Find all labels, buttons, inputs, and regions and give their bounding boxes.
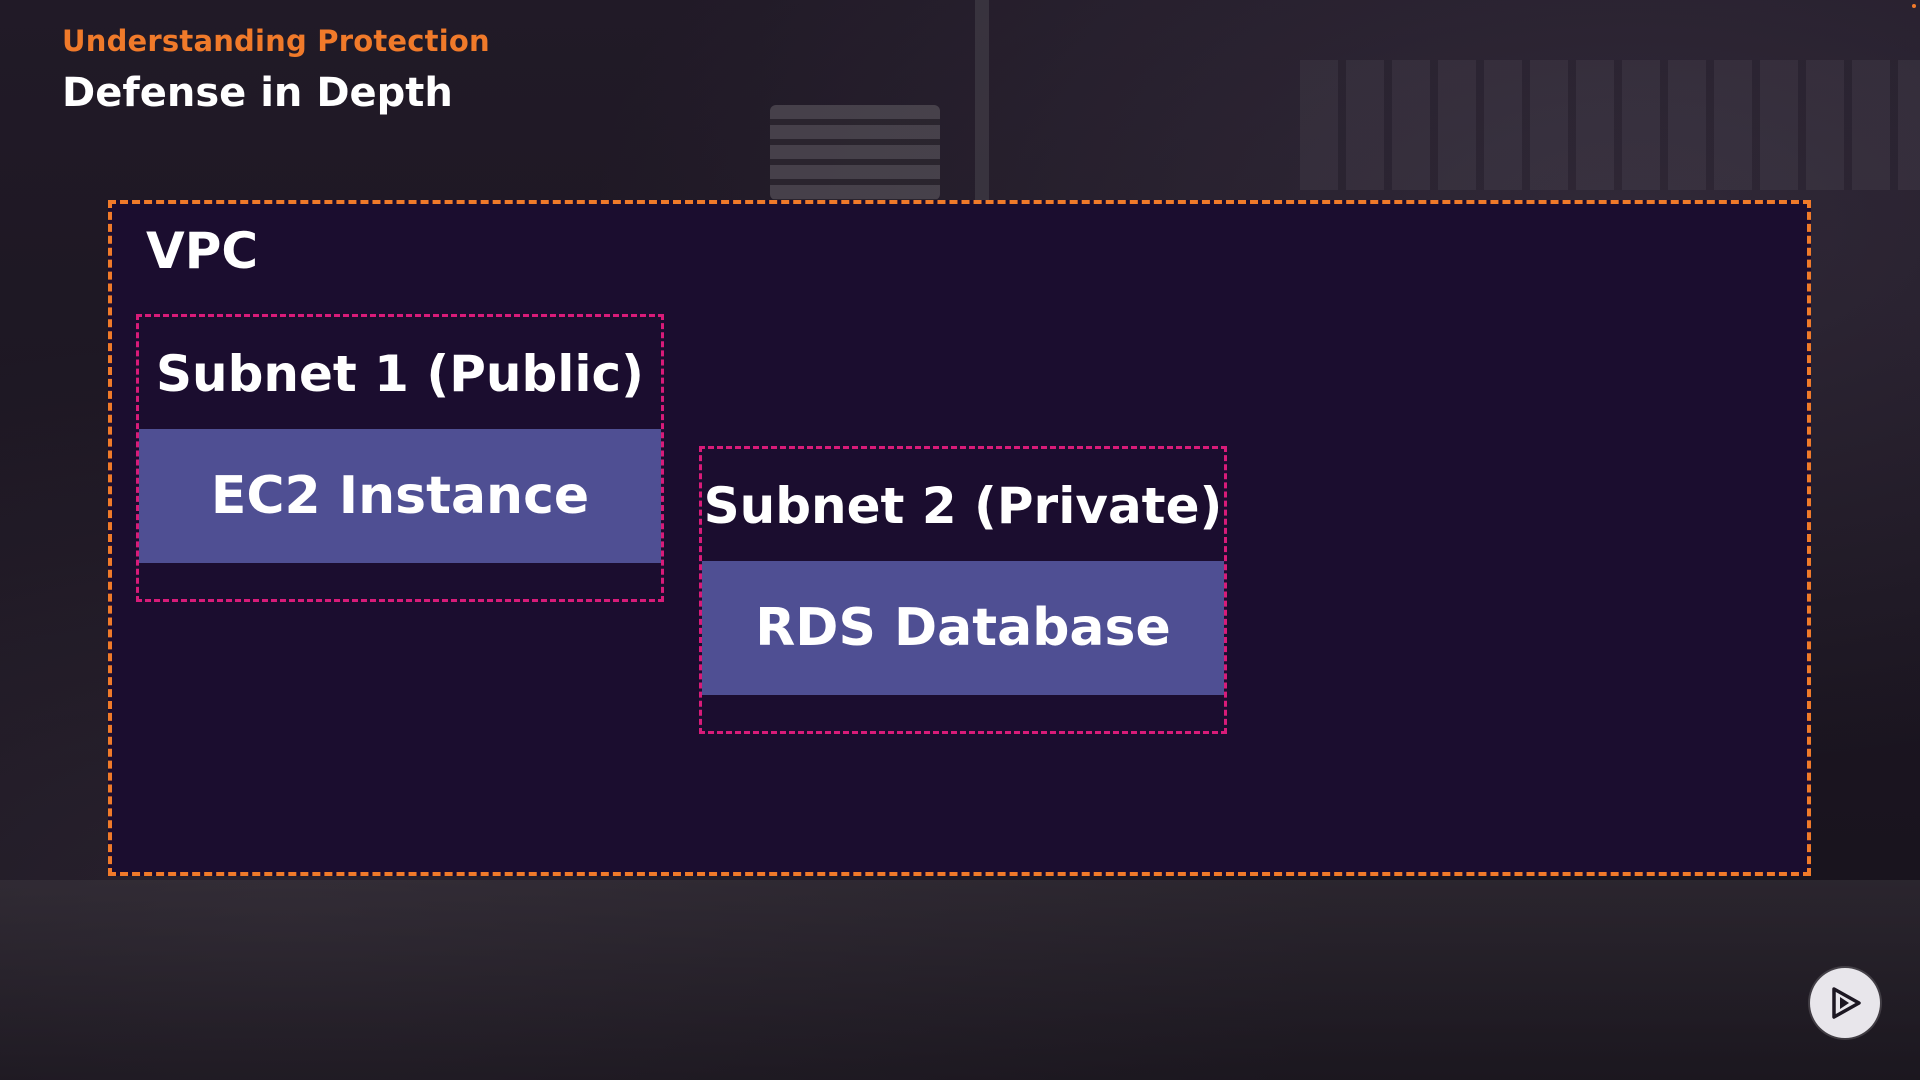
background-bookshelf (1300, 60, 1920, 190)
slide-title: Defense in Depth (62, 70, 453, 116)
background-books (770, 105, 940, 200)
vpc-label: VPC (146, 222, 259, 280)
background-desk (0, 880, 1920, 1080)
player-logo-button[interactable] (1810, 968, 1880, 1038)
corner-indicator (1912, 4, 1916, 8)
vpc-box: VPC Subnet 1 (Public) EC2 Instance Subne… (108, 200, 1811, 876)
play-logo-icon (1832, 987, 1861, 1019)
subnet-public-label: Subnet 1 (Public) (155, 345, 645, 403)
subnet-private-label: Subnet 2 (Private) (703, 477, 1223, 535)
subnet-public-box: Subnet 1 (Public) EC2 Instance (136, 314, 664, 602)
rds-database-box: RDS Database (702, 561, 1224, 695)
ec2-instance-box: EC2 Instance (139, 429, 661, 563)
background-lamp-pole (975, 0, 989, 200)
slide-kicker: Understanding Protection (62, 24, 490, 58)
subnet-private-box: Subnet 2 (Private) RDS Database (699, 446, 1227, 734)
